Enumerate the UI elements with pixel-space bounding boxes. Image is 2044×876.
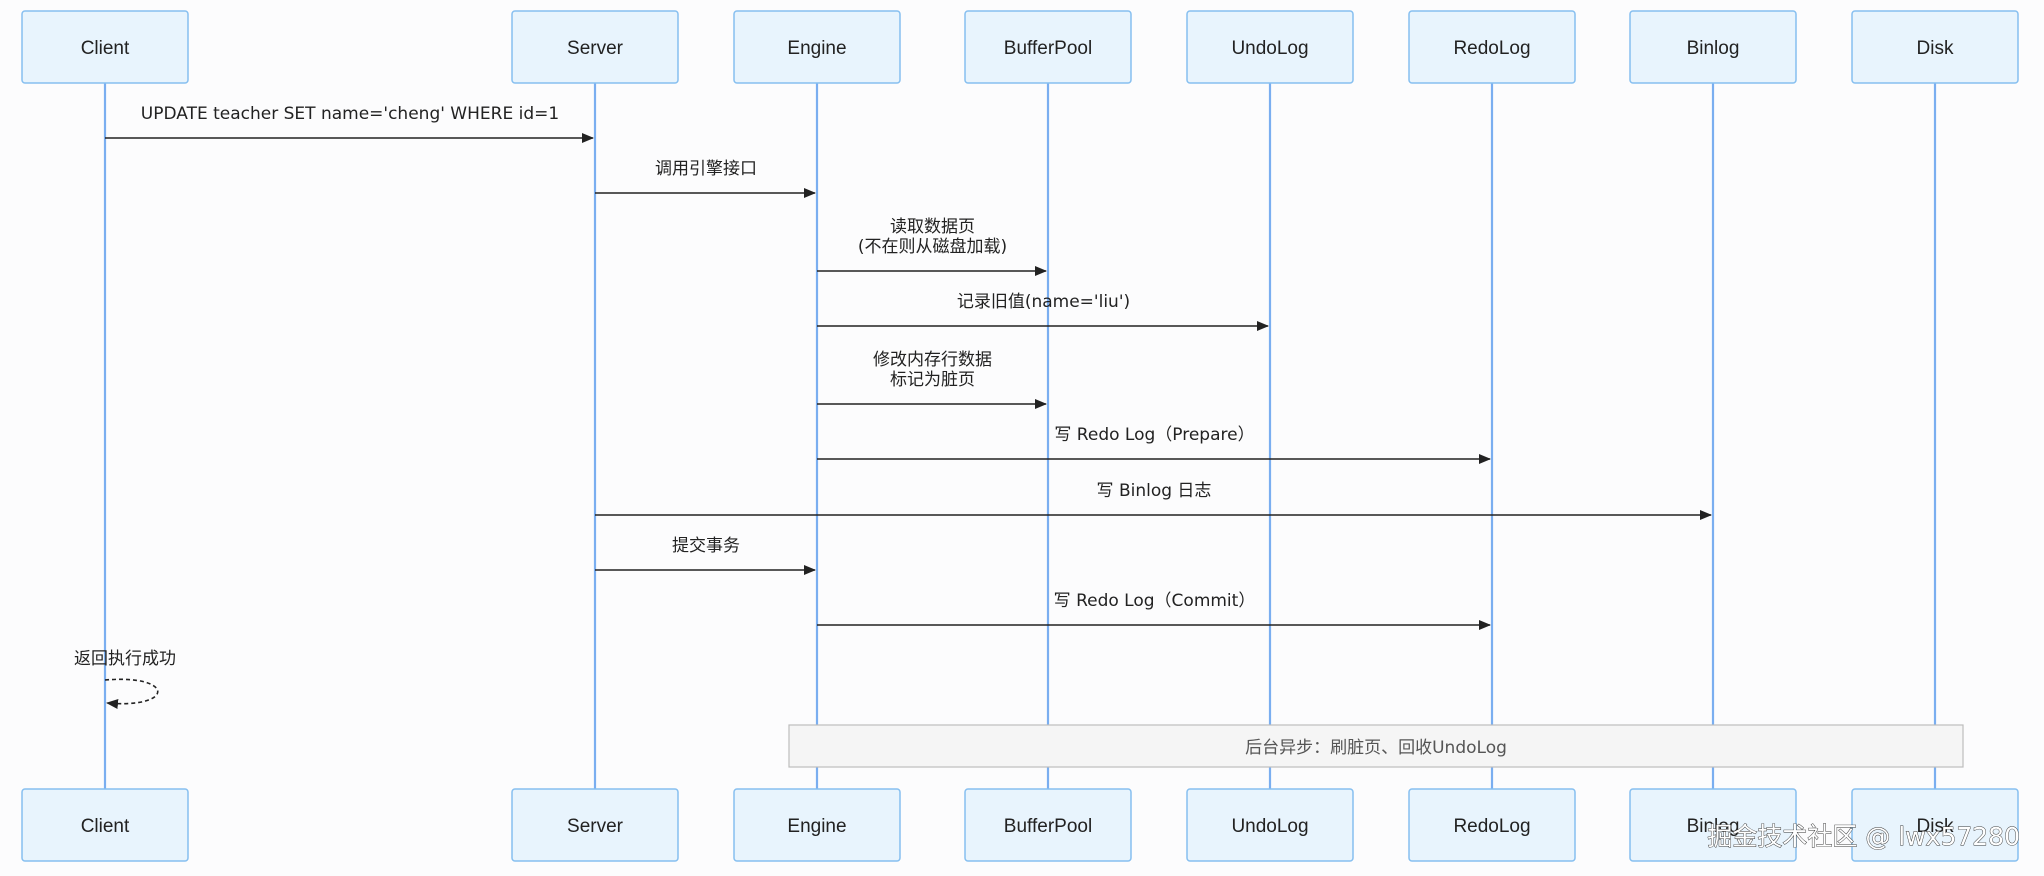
actor-label: RedoLog	[1453, 38, 1530, 59]
actor-client-bottom[interactable]: Client	[21, 788, 189, 862]
actor-box	[733, 788, 901, 862]
background-note: 后台异步：刷脏页、回收UndoLog	[788, 724, 1964, 768]
actor-box	[1629, 788, 1797, 862]
message-label: UPDATE teacher SET name='cheng' WHERE id…	[141, 104, 559, 124]
actor-box	[1629, 10, 1797, 84]
actor-server-top[interactable]: Server	[511, 10, 679, 84]
actor-client-top[interactable]: Client	[21, 10, 189, 84]
actor-box	[1408, 788, 1576, 862]
self-message-arrow	[104, 678, 159, 709]
actor-box	[733, 10, 901, 84]
actor-label: Disk	[1917, 816, 1954, 837]
message-label: 调用引擎接口	[655, 159, 757, 179]
message-label: 返回执行成功	[74, 649, 176, 669]
actor-redolog-top[interactable]: RedoLog	[1408, 10, 1576, 84]
message-label: 提交事务	[672, 536, 740, 556]
actor-undolog-bottom[interactable]: UndoLog	[1186, 788, 1354, 862]
actor-label: Disk	[1917, 38, 1954, 59]
message-3: 读取数据页(不在则从磁盘加载)	[817, 217, 1047, 276]
actor-label: RedoLog	[1453, 816, 1530, 837]
actor-label: Client	[81, 38, 130, 59]
message-label: 写 Redo Log（Prepare）	[1054, 425, 1254, 445]
actor-label: Client	[81, 816, 130, 837]
actor-undolog-top[interactable]: UndoLog	[1186, 10, 1354, 84]
actor-box	[21, 788, 189, 862]
actor-box	[1186, 788, 1354, 862]
actor-redolog-bottom[interactable]: RedoLog	[1408, 788, 1576, 862]
actor-bufferpool-top[interactable]: BufferPool	[964, 10, 1132, 84]
message-label: 写 Binlog 日志	[1097, 481, 1212, 501]
actor-engine-bottom[interactable]: Engine	[733, 788, 901, 862]
actor-binlog-bottom[interactable]: Binlog	[1629, 788, 1797, 862]
actor-label: Binlog	[1687, 816, 1740, 837]
message-1: UPDATE teacher SET name='cheng' WHERE id…	[105, 104, 594, 143]
message-label: 写 Redo Log（Commit）	[1054, 591, 1256, 611]
actor-box	[964, 10, 1132, 84]
actor-bufferpool-bottom[interactable]: BufferPool	[964, 788, 1132, 862]
actor-box	[1851, 10, 2019, 84]
actor-box	[511, 10, 679, 84]
actor-box	[1408, 10, 1576, 84]
message-9: 写 Redo Log（Commit）	[817, 591, 1491, 630]
actor-box	[964, 788, 1132, 862]
note-box	[788, 724, 1964, 768]
message-10: 返回执行成功	[74, 649, 176, 709]
message-label: 修改内存行数据	[873, 350, 992, 370]
actor-disk-top[interactable]: Disk	[1851, 10, 2019, 84]
watermark: 掘金技术社区 @ lwx57280	[1707, 822, 2020, 851]
actor-label: Engine	[787, 38, 846, 59]
message-4: 记录旧值(name='liu')	[817, 292, 1269, 331]
actor-label: Server	[567, 38, 624, 59]
actor-box	[21, 10, 189, 84]
actor-label: UndoLog	[1231, 816, 1308, 837]
message-6: 写 Redo Log（Prepare）	[817, 425, 1491, 464]
note-text: 后台异步：刷脏页、回收UndoLog	[1245, 738, 1507, 758]
actor-engine-top[interactable]: Engine	[733, 10, 901, 84]
actor-binlog-top[interactable]: Binlog	[1629, 10, 1797, 84]
message-label: 读取数据页	[890, 217, 975, 237]
actor-label: UndoLog	[1231, 38, 1308, 59]
actor-box	[1851, 788, 2019, 862]
actor-label: Server	[567, 816, 624, 837]
actor-label: Engine	[787, 816, 846, 837]
message-label: 标记为脏页	[890, 370, 975, 390]
actor-label: Binlog	[1687, 38, 1740, 59]
message-2: 调用引擎接口	[595, 159, 816, 198]
message-8: 提交事务	[595, 536, 816, 575]
actor-box	[511, 788, 679, 862]
actor-disk-bottom[interactable]: Disk	[1851, 788, 2019, 862]
actor-box	[1186, 10, 1354, 84]
message-label: 记录旧值(name='liu')	[957, 292, 1130, 312]
actor-label: BufferPool	[1004, 816, 1092, 837]
actor-server-bottom[interactable]: Server	[511, 788, 679, 862]
actor-label: BufferPool	[1004, 38, 1092, 59]
message-7: 写 Binlog 日志	[595, 481, 1712, 520]
message-label: (不在则从磁盘加载)	[858, 237, 1007, 257]
